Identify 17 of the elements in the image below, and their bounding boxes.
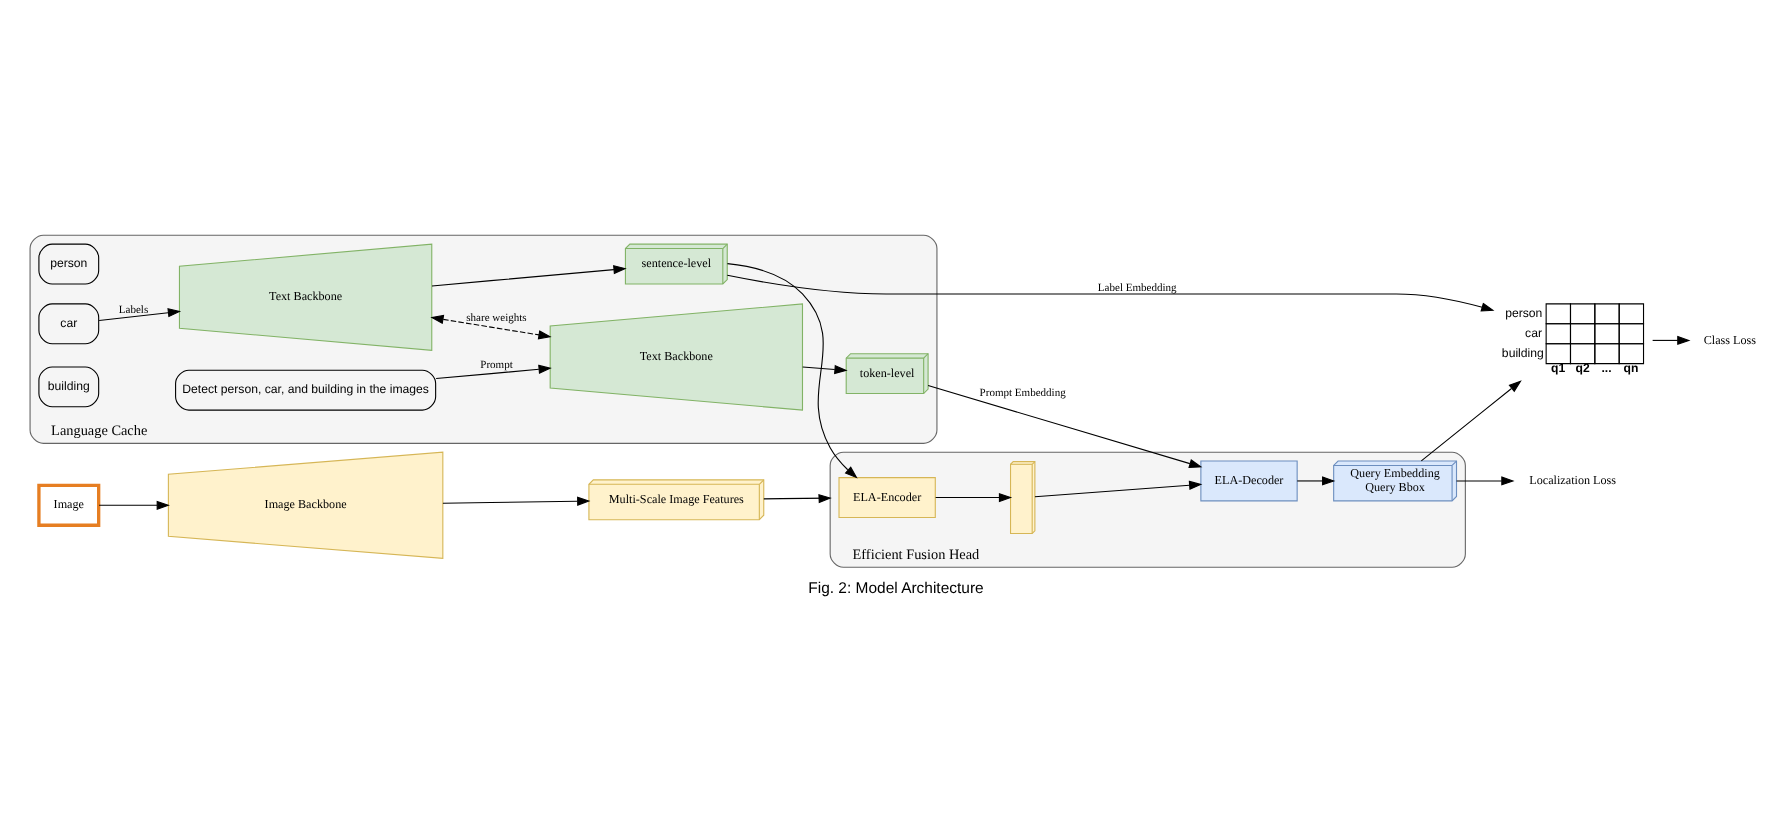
arrow — [935, 492, 1013, 503]
arrow — [802, 364, 848, 375]
arrow — [430, 314, 552, 340]
arrow — [98, 308, 182, 322]
arrow — [442, 496, 591, 506]
arrow — [763, 493, 832, 504]
arrow — [1456, 476, 1515, 486]
arrow — [726, 274, 1495, 312]
arrow — [435, 364, 552, 380]
arrow — [1034, 480, 1203, 498]
arrow — [927, 384, 1203, 469]
arrow — [1652, 335, 1691, 346]
arrow — [726, 263, 858, 479]
arrow — [1420, 380, 1522, 462]
arrow — [1296, 476, 1336, 486]
arrow — [98, 500, 170, 510]
arrow — [431, 265, 627, 287]
